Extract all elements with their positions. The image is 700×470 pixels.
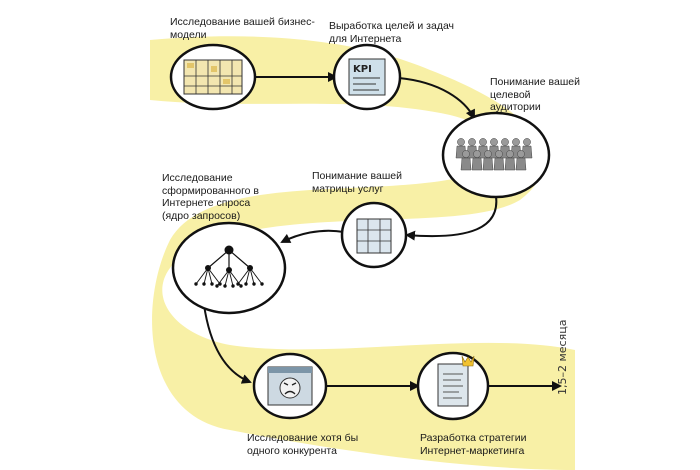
tree-leaf-icon — [223, 284, 227, 288]
person-icon — [484, 150, 492, 158]
tree-branch — [245, 267, 251, 285]
person-icon — [512, 138, 520, 146]
person-icon — [506, 150, 514, 158]
tree-branch — [195, 267, 209, 285]
arrow-5-6 — [203, 304, 252, 384]
tree-leaf-icon — [210, 282, 214, 286]
arrow-2-3 — [398, 77, 475, 120]
query-tree-icon — [194, 245, 264, 288]
step-label-goals: Выработка целей и задач для Интернета — [329, 20, 455, 45]
person-body-icon — [460, 157, 472, 171]
tree-leaf-icon — [236, 282, 240, 286]
strategy-document-icon — [437, 355, 475, 407]
tree-leaf-icon — [239, 284, 243, 288]
angry-competitor-icon — [267, 366, 313, 406]
tree-leaf-icon — [202, 282, 206, 286]
tree-leaf-icon — [194, 282, 198, 286]
business-canvas-icon — [183, 59, 243, 95]
node-strategy — [416, 351, 490, 421]
step-label-query-core: Исследование сформированного в Интернете… — [162, 172, 260, 222]
node-business-model — [169, 43, 257, 111]
audience-crowd-icon — [455, 138, 533, 171]
person-icon — [462, 150, 470, 158]
tree-branch — [237, 267, 251, 285]
person-body-icon — [471, 157, 483, 171]
tree-branch — [207, 267, 221, 285]
person-icon — [495, 150, 503, 158]
person-body-icon — [504, 157, 516, 171]
tree-leaf-icon — [231, 284, 235, 288]
tree-branch — [228, 249, 251, 269]
person-icon — [490, 138, 498, 146]
tree-branch — [216, 269, 230, 287]
node-audience — [441, 111, 551, 199]
node-query-core — [171, 221, 287, 315]
tree-branch — [207, 267, 213, 285]
tree-branch — [207, 249, 230, 269]
person-icon — [501, 138, 509, 146]
step-label-business-model: Исследование вашей бизнес- модели — [170, 16, 315, 41]
tree-leaf-icon — [215, 284, 219, 288]
person-icon — [517, 150, 525, 158]
tree-branch — [228, 269, 234, 287]
node-goals-kpi: KPI — [332, 43, 402, 111]
tree-leaf-icon — [260, 282, 264, 286]
arrow-3-4 — [405, 195, 498, 241]
step-label-competitor: Исследование хотя бы одного конкурента — [247, 432, 359, 457]
tree-leaf-icon — [244, 282, 248, 286]
tree-branch — [249, 267, 263, 285]
step-label-service-matrix: Понимание вашей матрицы услуг — [312, 170, 402, 195]
person-icon — [473, 150, 481, 158]
duration-label: 1,5–2 месяца — [556, 319, 569, 395]
tree-leaf-icon — [252, 282, 256, 286]
node-service-matrix — [340, 201, 408, 269]
person-icon — [457, 138, 465, 146]
step-label-strategy: Разработка стратегии Интернет-маркетинга — [420, 432, 527, 457]
arrow-4-5 — [280, 229, 345, 243]
tree-branch — [249, 267, 255, 285]
person-icon — [468, 138, 476, 146]
tree-branch — [203, 267, 209, 285]
person-icon — [479, 138, 487, 146]
crown-icon — [461, 355, 475, 367]
person-body-icon — [515, 157, 527, 171]
person-icon — [523, 138, 531, 146]
person-body-icon — [482, 157, 494, 171]
service-matrix-icon — [356, 218, 392, 254]
step-label-audience: Понимание вашей целевой аудитории — [490, 76, 580, 113]
tree-branch — [224, 269, 230, 287]
svg-text:KPI: KPI — [353, 64, 372, 75]
kpi-board-icon: KPI — [348, 58, 386, 96]
person-body-icon — [493, 157, 505, 171]
node-competitor — [252, 352, 328, 420]
